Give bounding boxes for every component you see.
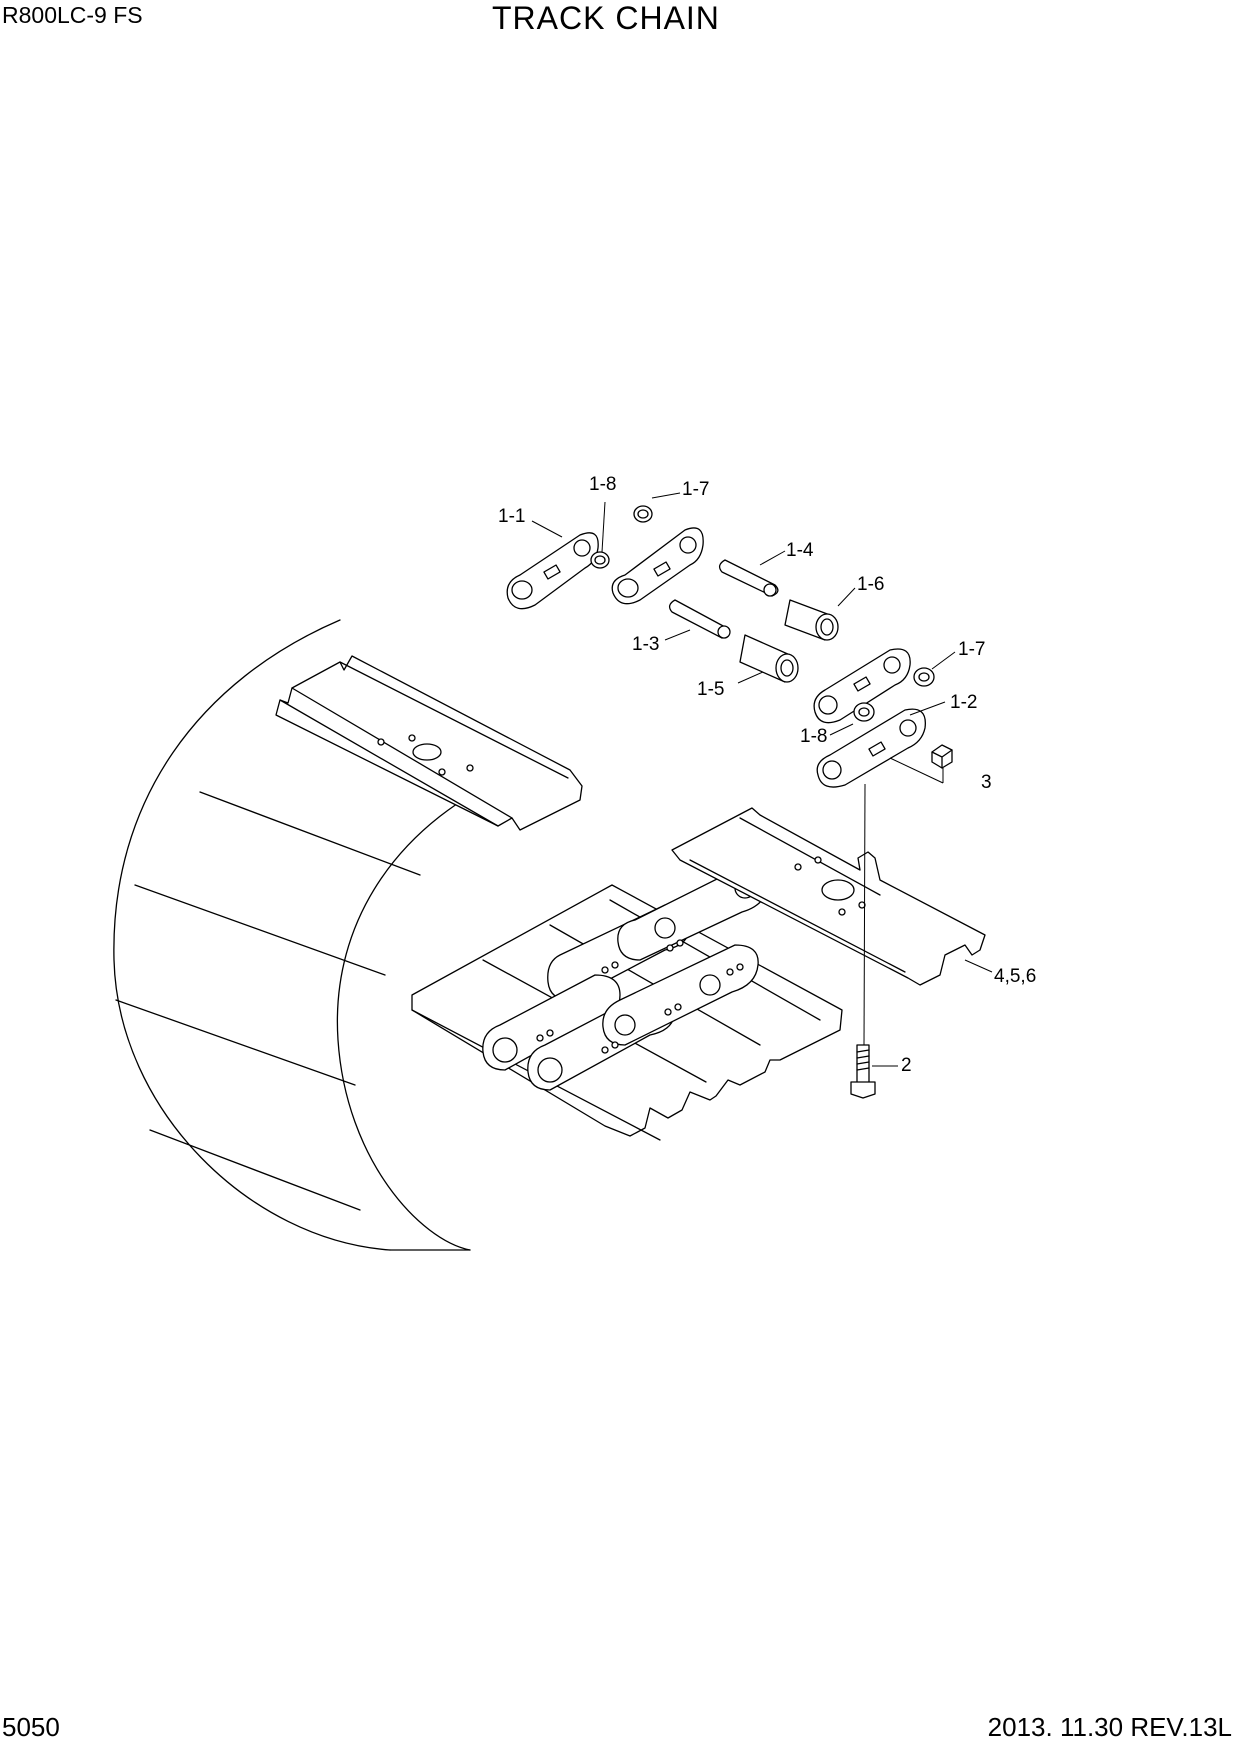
- callout-1-8-top: 1-8: [589, 474, 616, 495]
- page-title: TRACK CHAIN: [492, 0, 720, 36]
- revision-date: 2013. 11.30 REV.13L: [987, 1712, 1232, 1742]
- part-link-right-upper: [813, 648, 911, 724]
- part-link-1-2: [816, 708, 926, 788]
- part-track-shoe-4-5-6: [671, 807, 986, 986]
- callout-1-6: 1-6: [857, 574, 884, 595]
- callout-1-8-right: 1-8: [800, 726, 827, 747]
- part-ring-1-7-right: [913, 667, 935, 687]
- part-bolt-2: [850, 1044, 876, 1099]
- part-ring-1-8-right: [853, 702, 875, 722]
- upper-track-shoe: [275, 655, 583, 831]
- callout-1-2: 1-2: [950, 692, 977, 713]
- part-bushing-1-6: [784, 599, 839, 641]
- callout-1-1: 1-1: [498, 506, 525, 527]
- part-pin-1-3: [668, 599, 731, 639]
- callout-3: 3: [981, 772, 992, 793]
- callout-1-4: 1-4: [786, 540, 814, 561]
- callout-1-5: 1-5: [697, 679, 724, 700]
- callout-1-3: 1-3: [632, 634, 659, 655]
- part-ring-1-7-top: [633, 505, 653, 523]
- page-number: 5050: [2, 1712, 60, 1742]
- model-name: R800LC-9 FS: [2, 2, 143, 28]
- part-link-top-2: [611, 527, 704, 605]
- callout-2: 2: [901, 1055, 912, 1076]
- callout-labels: 1-1 1-8 1-7 1-4 1-6 1-3 1-5 1-7 1-2 1-8 …: [498, 474, 1036, 1076]
- track-belt: [113, 619, 521, 1251]
- leader-lines: [531, 492, 993, 1067]
- assembled-chain: [482, 864, 769, 1091]
- part-bushing-1-5: [739, 634, 799, 683]
- callout-1-7-right: 1-7: [958, 639, 985, 660]
- callout-4-5-6: 4,5,6: [994, 966, 1036, 987]
- part-pin-1-4: [718, 559, 779, 597]
- part-nut-3: [931, 744, 953, 769]
- part-ring-1-8-top: [590, 551, 610, 569]
- part-link-1-1: [506, 532, 599, 610]
- callout-1-7-top: 1-7: [682, 479, 709, 500]
